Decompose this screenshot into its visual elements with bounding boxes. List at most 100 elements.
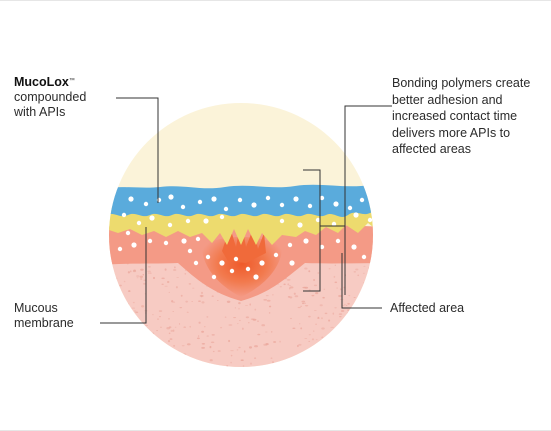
tissue-speckle [119,331,122,334]
api-particle [131,242,137,248]
tissue-speckle [230,350,234,352]
tissue-speckle [178,323,181,325]
tissue-speckle [123,332,128,334]
tissue-speckle [343,349,347,352]
tissue-speckle [377,331,379,333]
tissue-speckle [186,343,191,346]
tissue-speckle [311,294,315,297]
tissue-speckle [257,333,261,336]
tissue-speckle [334,281,338,284]
tissue-speckle [336,287,338,289]
tissue-speckle [159,343,164,346]
tissue-speckle [142,342,145,343]
bonding-line: affected areas [392,142,471,156]
tissue-speckle [379,257,380,258]
api-particle [223,206,229,212]
tissue-speckle [201,291,203,295]
tissue-speckle [300,327,303,330]
tissue-speckle [286,361,289,363]
tissue-speckle [209,346,212,349]
tissue-speckle [238,301,241,305]
tissue-speckle [139,275,143,278]
api-particle [287,242,293,248]
tissue-speckle [140,278,143,280]
tissue-speckle [165,345,169,347]
tissue-speckle [201,330,205,333]
tissue-speckle [234,307,237,309]
tissue-speckle [179,306,183,309]
tissue-speckle [355,268,359,271]
api-particle [307,203,313,209]
tissue-speckle [172,301,176,303]
tissue-speckle [374,259,378,261]
tissue-speckle [321,317,323,320]
api-particle [347,205,353,211]
tissue-speckle [297,306,301,309]
tissue-speckle [304,302,306,304]
bonding-label: Bonding polymers create better adhesion … [392,75,530,158]
api-particle [211,274,217,280]
tissue-speckle [136,338,141,341]
tissue-speckle [238,307,240,310]
api-particle [185,218,191,224]
tissue-speckle [167,318,171,320]
tissue-speckle [130,344,135,347]
tissue-speckle [304,337,308,339]
tissue-speckle [308,315,311,318]
api-particle [293,196,299,202]
tissue-speckle [143,279,146,281]
tissue-speckle [299,323,301,325]
tissue-speckle [304,267,308,270]
tissue-speckle [346,333,350,336]
tissue-speckle [104,291,106,293]
api-particle [125,230,131,236]
tissue-speckle [185,300,188,303]
tissue-speckle [332,312,335,315]
tissue-speckle [362,272,365,274]
tissue-speckle [306,367,309,368]
api-particle [335,238,341,244]
tissue-speckle [248,322,250,324]
tissue-speckle [167,351,170,352]
tissue-speckle [226,300,231,303]
tissue-speckle [116,342,119,344]
tissue-speckle [179,368,181,370]
bonding-callout [344,105,392,295]
tissue-speckle [357,274,360,277]
tissue-speckle [118,311,123,314]
tissue-speckle [198,321,201,324]
tissue-speckle [373,327,375,328]
tissue-speckle [110,301,114,303]
api-particle [297,222,303,228]
mucolox-label-line2: compounded [14,90,87,104]
tissue-speckle [292,327,296,329]
tissue-speckle [338,316,342,318]
tissue-speckle [147,270,151,273]
tissue-speckle [224,316,227,319]
api-particle [187,248,193,254]
tissue-speckle [175,286,178,289]
api-particle [197,199,203,205]
tissue-speckle [136,275,140,277]
tissue-speckle [244,369,245,371]
tissue-speckle [330,326,335,328]
tissue-speckle [223,368,227,369]
tissue-speckle [161,283,164,285]
tissue-speckle [132,367,135,368]
tissue-speckle [325,339,330,343]
tissue-speckle [301,300,306,303]
mucolox-label: MucoLox™ compounded with APIs [14,75,86,120]
api-particle [180,204,186,210]
tissue-speckle [299,362,302,363]
tissue-speckle [355,329,360,331]
tissue-speckle [344,303,346,306]
tissue-speckle [283,283,286,286]
tissue-speckle [164,285,168,287]
tissue-speckle [377,350,379,352]
tissue-speckle [201,301,205,304]
tissue-speckle [172,311,174,312]
tissue-speckle [366,292,369,295]
tissue-speckle [313,310,317,312]
tissue-speckle [114,360,119,362]
inflammation-spikes [222,221,266,263]
